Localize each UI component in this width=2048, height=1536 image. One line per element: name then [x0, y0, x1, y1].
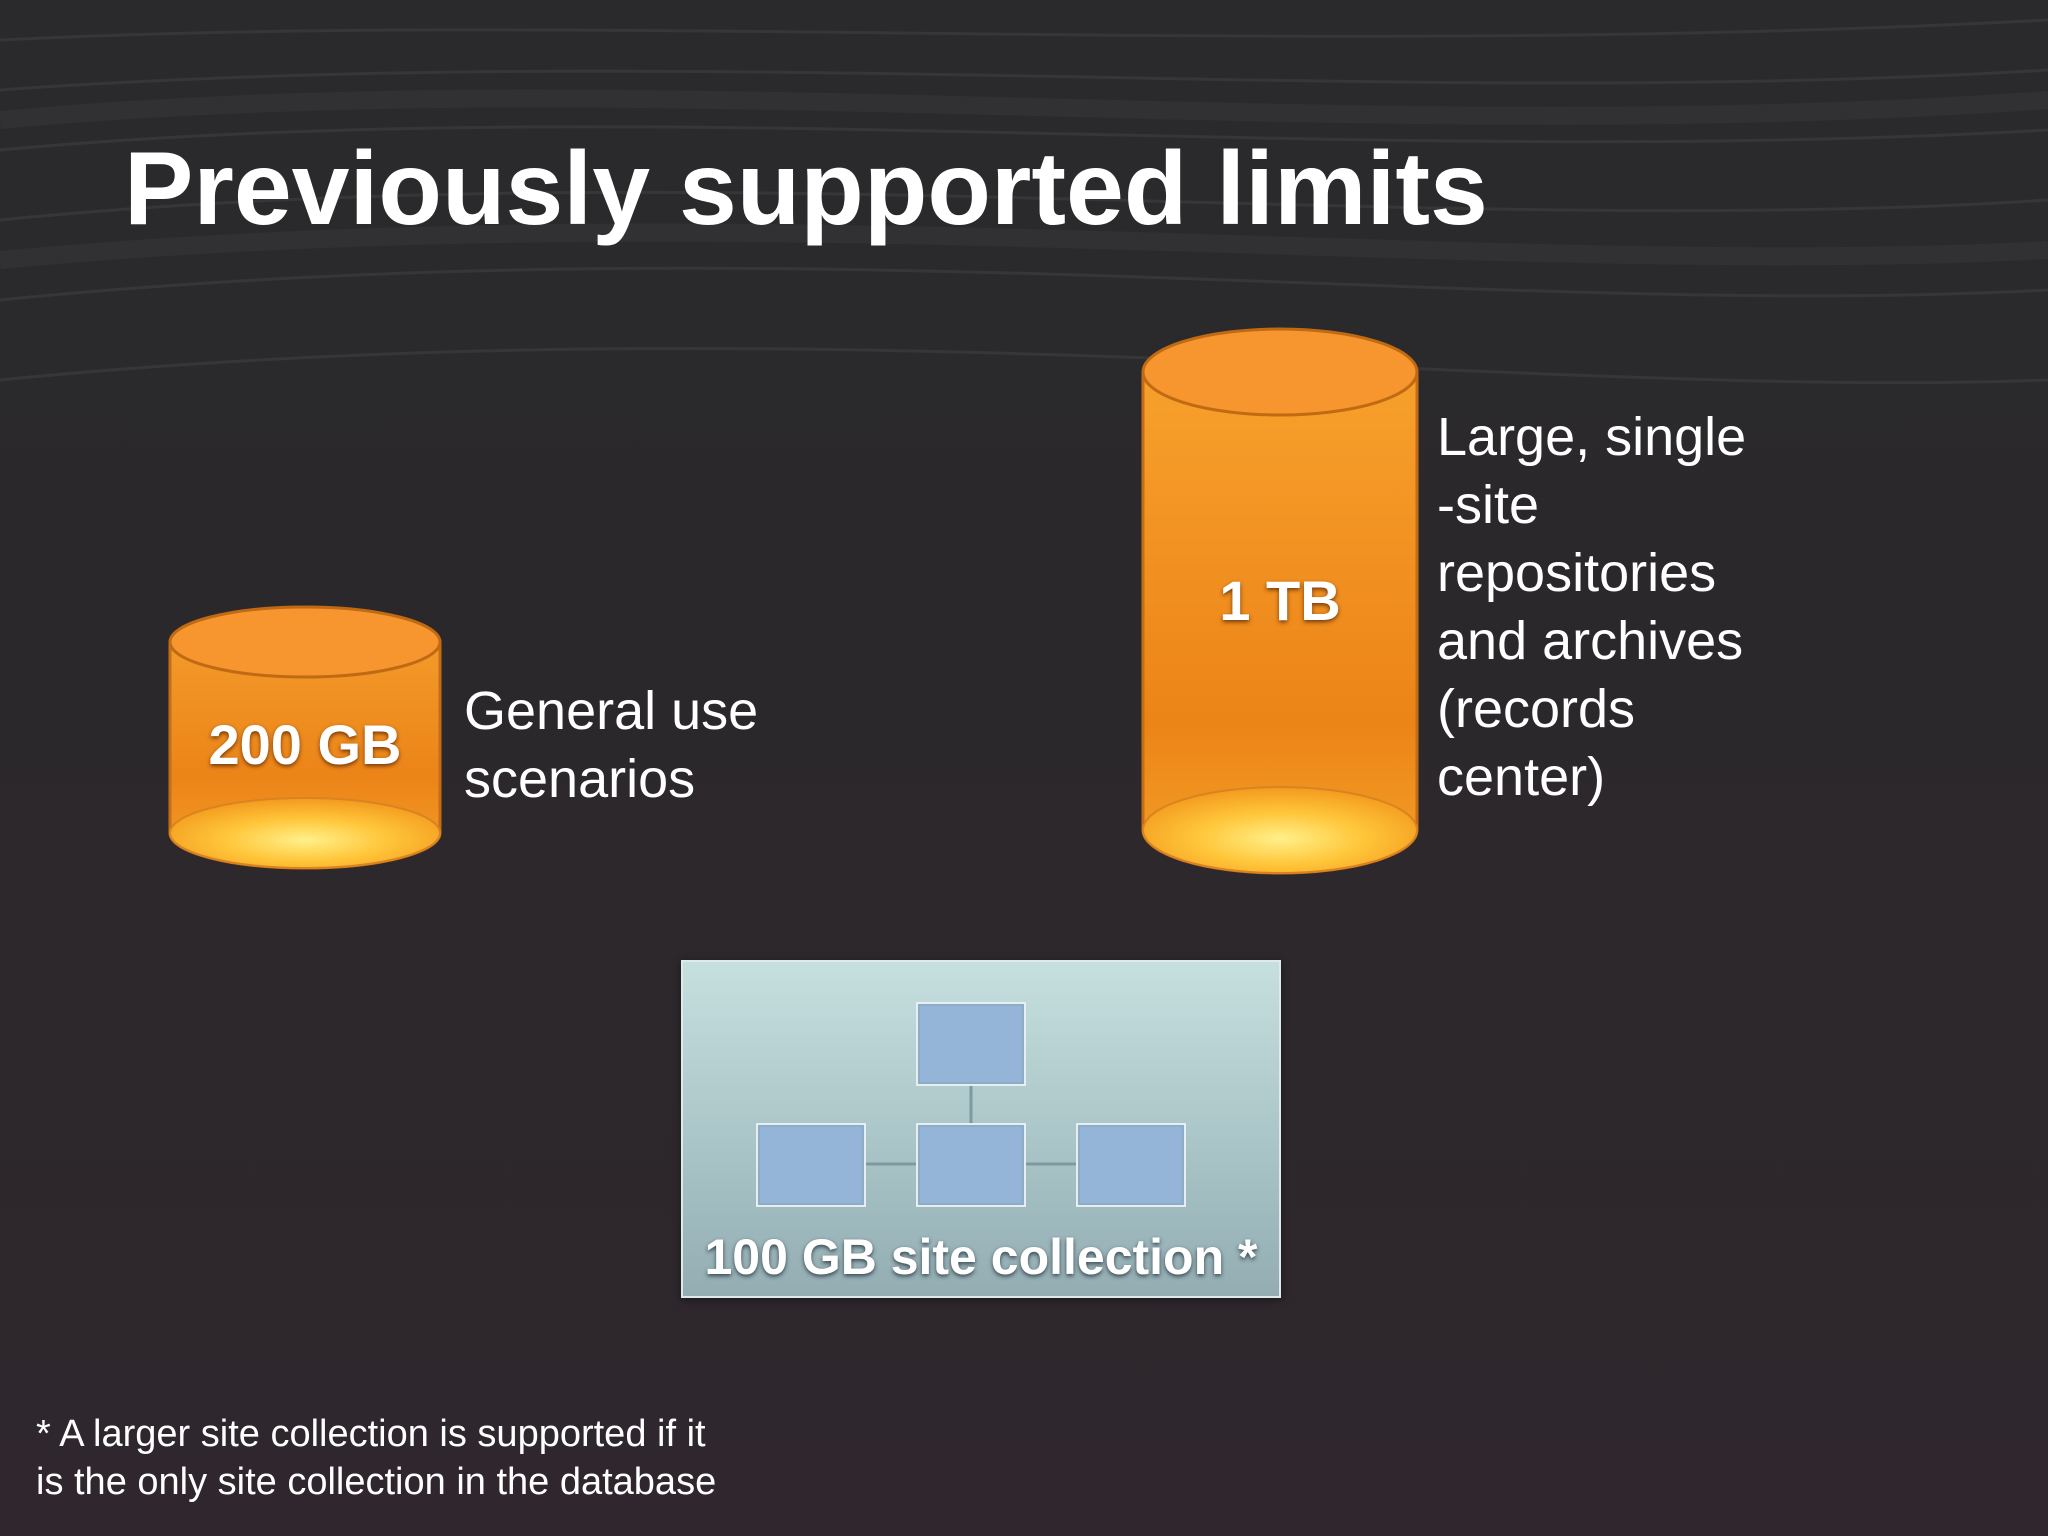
- large-db-capacity-label: 1 TB: [1219, 569, 1341, 632]
- database-cylinder-large: [1141, 327, 1419, 875]
- large-db-description-line: center): [1437, 747, 1606, 807]
- site-node-left: [756, 1123, 866, 1207]
- footnote-line: is the only site collection in the datab…: [36, 1461, 717, 1503]
- slide-title: Previously supported limits: [124, 131, 1488, 247]
- site-node-right: [1076, 1123, 1186, 1207]
- site-collection-label: 100 GB site collection *: [704, 1229, 1258, 1285]
- small-db-description-line: scenarios: [464, 749, 696, 809]
- footnote: * A larger site collection is supported …: [36, 1410, 716, 1506]
- site-node-root: [916, 1002, 1026, 1086]
- large-db-description-line: repositories: [1437, 543, 1717, 603]
- background-swoosh-lines: [0, 18, 2048, 385]
- large-db-description-line: Large, single: [1437, 407, 1747, 467]
- small-db-capacity-label: 200 GB: [208, 713, 402, 776]
- large-db-description-line: and archives: [1437, 611, 1744, 671]
- site-collection-box: 100 GB site collection *: [681, 960, 1281, 1298]
- large-db-description-line: (records: [1437, 679, 1636, 739]
- footnote-line: * A larger site collection is supported …: [36, 1413, 706, 1455]
- small-db-description: General use scenarios: [464, 677, 758, 813]
- site-node-center: [916, 1123, 1026, 1207]
- database-cylinder-small: [168, 605, 442, 870]
- large-db-description: Large, single -site repositories and arc…: [1437, 403, 1746, 811]
- large-db-description-line: -site: [1437, 475, 1540, 535]
- site-hierarchy-diagram: [756, 1002, 1186, 1207]
- small-db-description-line: General use: [464, 681, 759, 741]
